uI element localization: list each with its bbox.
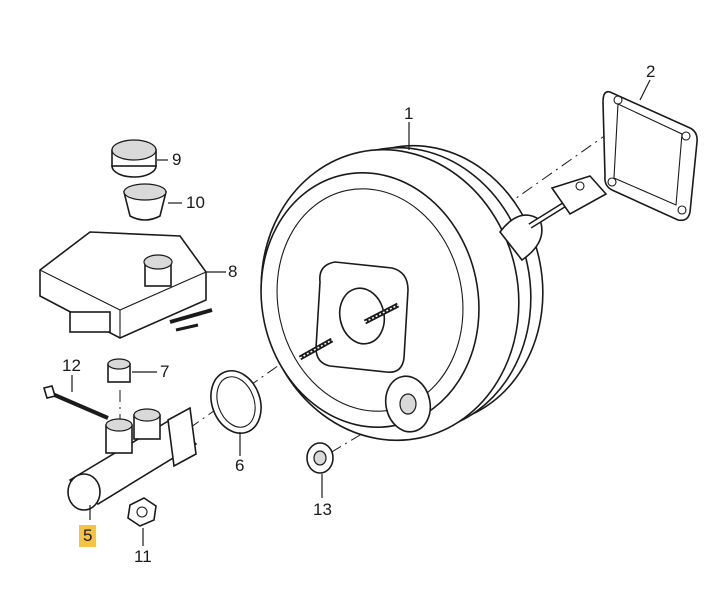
callout-label-2: 2 bbox=[646, 62, 656, 81]
nut-part-11 bbox=[127, 497, 157, 527]
callout-label-1: 1 bbox=[404, 104, 414, 123]
callout-label-8: 8 bbox=[228, 262, 238, 281]
seal-ring-part-6 bbox=[210, 370, 262, 434]
callout-label-10: 10 bbox=[186, 193, 205, 212]
grommet-part-7 bbox=[107, 358, 131, 383]
master-cylinder-part-5 bbox=[67, 406, 198, 511]
reservoir-cap-part-9 bbox=[111, 139, 157, 178]
gasket-part-2 bbox=[602, 90, 698, 222]
plug-part-13 bbox=[306, 442, 334, 474]
reservoir-part-8 bbox=[39, 231, 213, 339]
callout-label-5: 5 bbox=[79, 525, 97, 547]
strainer-part-10 bbox=[122, 183, 168, 221]
callout-label-6: 6 bbox=[235, 456, 245, 475]
callout-leader-lines bbox=[71, 79, 651, 546]
callout-label-13: 13 bbox=[313, 500, 332, 519]
brake-booster-part-1 bbox=[260, 144, 608, 442]
callout-label-11: 11 bbox=[134, 547, 152, 566]
callout-label-9: 9 bbox=[172, 150, 182, 169]
callout-label-7: 7 bbox=[160, 362, 170, 381]
bolt-part-12 bbox=[42, 385, 109, 420]
callout-label-12: 12 bbox=[62, 356, 81, 375]
